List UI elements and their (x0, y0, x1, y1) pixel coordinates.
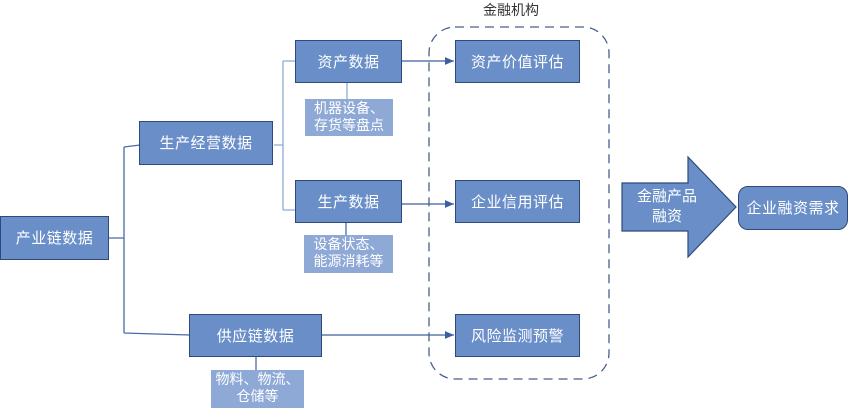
connector-operation-to-subdata (274, 60, 296, 211)
node-enterprise-financing-demand: 企业融资需求 (738, 186, 848, 230)
node-financial-product-financing: 金融产品 融资 (636, 187, 697, 226)
note-production-data: 设备状态、 能源消耗等 (304, 235, 393, 273)
financial-institution-group (428, 26, 610, 380)
node-industry-chain-data: 产业链数据 (0, 216, 109, 260)
node-asset-data: 资产数据 (295, 40, 402, 83)
node-asset-value-assessment: 资产价值评估 (455, 40, 580, 83)
note-supply-chain-data: 物料、物流、 仓储等 (211, 370, 304, 408)
node-risk-monitoring-warning: 风险监测预警 (455, 314, 580, 357)
node-production-data: 生产数据 (295, 180, 402, 223)
node-supply-chain-data: 供应链数据 (189, 314, 322, 357)
financial-product-arrow-shape (621, 155, 737, 259)
connector-root-to-branches (108, 144, 191, 336)
node-enterprise-credit-assessment: 企业信用评估 (455, 180, 580, 223)
node-production-operation-data: 生产经营数据 (139, 121, 273, 165)
group-label-financial-institution: 金融机构 (483, 3, 539, 19)
note-asset-data: 机器设备、 存货等盘点 (305, 99, 393, 136)
